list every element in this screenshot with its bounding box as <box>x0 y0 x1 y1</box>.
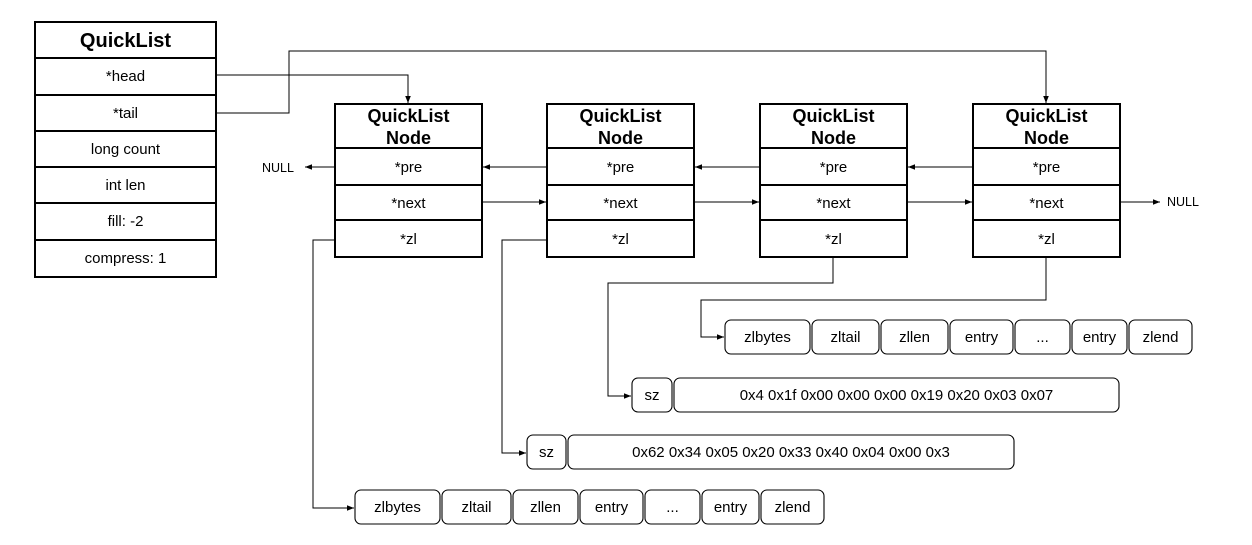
node-3-pre-field: *pre <box>820 159 848 176</box>
node-2-title-line1: QuickList <box>579 106 661 126</box>
quicklist-len-field: int len <box>105 177 145 194</box>
compressed-b-bytes-cell <box>567 434 1015 470</box>
ziplist-top-entry-last: entry <box>1083 329 1117 346</box>
quicklist-node-1: QuickList Node *pre *next *zl <box>334 103 483 258</box>
ziplist-top-ellipsis: ... <box>1036 329 1049 346</box>
ziplist-bottom-zlend-cell <box>760 489 825 525</box>
ziplist-top-zltail: zltail <box>830 329 860 346</box>
ziplist-top-zltail-cell <box>811 319 880 355</box>
null-left-label: NULL <box>262 161 294 175</box>
ziplist-top-ellipsis-cell <box>1014 319 1071 355</box>
node-1-zl-field: *zl <box>400 231 417 248</box>
compressed-a-bytes-cell <box>673 377 1120 413</box>
quicklist-tail-field: *tail <box>113 105 138 122</box>
quicklist-compress-field: compress: 1 <box>85 250 167 267</box>
ziplist-top-zllen: zllen <box>899 329 930 346</box>
node-1-title-line1: QuickList <box>367 106 449 126</box>
ziplist-top-zlend-cell <box>1128 319 1193 355</box>
node-2-box <box>546 103 695 258</box>
node-4-title-line2: Node <box>1024 128 1069 148</box>
ziplist-bottom-ellipsis-cell <box>644 489 701 525</box>
ziplist-bottom-zlbytes: zlbytes <box>374 499 421 516</box>
compressed-node-3: sz 0x4 0x1f 0x00 0x00 0x00 0x19 0x20 0x0… <box>631 377 1120 413</box>
node-3-zl-arrow <box>607 257 834 399</box>
node-3-box <box>759 103 908 258</box>
compressed-a-bytes: 0x4 0x1f 0x00 0x00 0x00 0x19 0x20 0x03 0… <box>740 387 1054 404</box>
connectors <box>216 50 1160 511</box>
ziplist-node-4: zlbytes zltail zllen entry ... entry zle… <box>724 319 1193 355</box>
ziplist-bottom-entry-last-cell <box>701 489 760 525</box>
quicklist-node-3: QuickList Node *pre *next *zl <box>759 103 908 258</box>
ziplist-bottom-ellipsis: ... <box>666 499 679 516</box>
node-1-next-field: *next <box>391 195 426 212</box>
ziplist-top-entry-last-cell <box>1071 319 1128 355</box>
ziplist-top-zlbytes-cell <box>724 319 811 355</box>
node-2-pre-field: *pre <box>607 159 635 176</box>
quicklist-fill-field: fill: -2 <box>108 213 144 230</box>
node-4-zl-field: *zl <box>1038 231 1055 248</box>
quicklist-node-4: QuickList Node *pre *next *zl <box>972 103 1121 258</box>
ziplist-bottom-entry-first: entry <box>595 499 629 516</box>
node-3-title-line1: QuickList <box>792 106 874 126</box>
compressed-b-sz-cell <box>526 434 567 470</box>
quicklist-head-field: *head <box>106 68 145 85</box>
ziplist-top-zllen-cell <box>880 319 949 355</box>
quicklist-node-2: QuickList Node *pre *next *zl <box>546 103 695 258</box>
ziplist-bottom-zltail: zltail <box>461 499 491 516</box>
ziplist-bottom-zllen-cell <box>512 489 579 525</box>
compressed-b-sz: sz <box>539 444 554 461</box>
quicklist-box <box>34 21 217 278</box>
ziplist-top-zlbytes: zlbytes <box>744 329 791 346</box>
node-4-title-line1: QuickList <box>1005 106 1087 126</box>
head-pointer-arrow <box>216 74 411 103</box>
ziplist-bottom-zlbytes-cell <box>354 489 441 525</box>
node-4-pre-field: *pre <box>1033 159 1061 176</box>
ziplist-node-1: zlbytes zltail zllen entry ... entry zle… <box>354 489 825 525</box>
ziplist-bottom-zlend: zlend <box>775 499 811 516</box>
ziplist-bottom-entry-last: entry <box>714 499 748 516</box>
node-3-next-field: *next <box>816 195 851 212</box>
quicklist-title: QuickList <box>80 30 171 52</box>
node-2-next-field: *next <box>603 195 638 212</box>
node-1-pre-field: *pre <box>395 159 423 176</box>
null-right-label: NULL <box>1167 195 1199 209</box>
ziplist-bottom-entry-cell <box>579 489 644 525</box>
node-3-zl-field: *zl <box>825 231 842 248</box>
node-1-box <box>334 103 483 258</box>
quicklist-struct: QuickList *head *tail long count int len… <box>34 21 217 278</box>
ziplist-top-entry-cell <box>949 319 1014 355</box>
quicklist-count-field: long count <box>91 141 161 158</box>
ziplist-bottom-zltail-cell <box>441 489 512 525</box>
node-3-title-line2: Node <box>811 128 856 148</box>
compressed-node-2: sz 0x62 0x34 0x05 0x20 0x33 0x40 0x04 0x… <box>526 434 1015 470</box>
node-2-title-line2: Node <box>598 128 643 148</box>
node-1-title-line2: Node <box>386 128 431 148</box>
node-1-zl-arrow <box>312 239 354 511</box>
compressed-a-sz-cell <box>631 377 673 413</box>
node-4-next-field: *next <box>1029 195 1064 212</box>
node-2-zl-arrow <box>501 239 547 456</box>
compressed-a-sz: sz <box>645 387 660 404</box>
compressed-b-bytes: 0x62 0x34 0x05 0x20 0x33 0x40 0x04 0x00 … <box>632 444 950 461</box>
ziplist-top-entry-first: entry <box>965 329 999 346</box>
node-2-zl-field: *zl <box>612 231 629 248</box>
ziplist-top-zlend: zlend <box>1143 329 1179 346</box>
tail-pointer-arrow <box>216 50 1049 114</box>
node-4-zl-arrow <box>700 257 1047 340</box>
ziplist-bottom-zllen: zllen <box>530 499 561 516</box>
